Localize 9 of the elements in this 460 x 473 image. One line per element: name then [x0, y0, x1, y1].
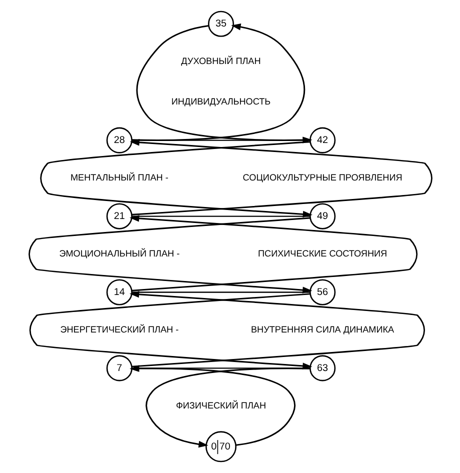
label: ВНУТРЕННЯЯ СИЛА ДИНАМИКА: [250, 324, 394, 335]
label: МЕНТАЛЬНЫЙ ПЛАН -: [70, 172, 168, 183]
label: ФИЗИЧЕСКИЙ ПЛАН: [175, 400, 266, 410]
label: ДУХОВНЫЙ ПЛАН: [180, 56, 260, 66]
label: ЭМОЦИОНАЛЬНЫЙ ПЛАН -: [58, 248, 180, 259]
label: ЭНЕРГЕТИЧЕСКИЙ ПЛАН -: [60, 324, 178, 335]
label: СОЦИОКУЛЬТУРНЫЕ ПРОЯВЛЕНИЯ: [242, 172, 402, 183]
label: ПСИХИЧЕСКИЕ СОСТОЯНИЯ: [258, 248, 387, 259]
label: ИНДИВИДУАЛЬНОСТЬ: [170, 96, 270, 107]
